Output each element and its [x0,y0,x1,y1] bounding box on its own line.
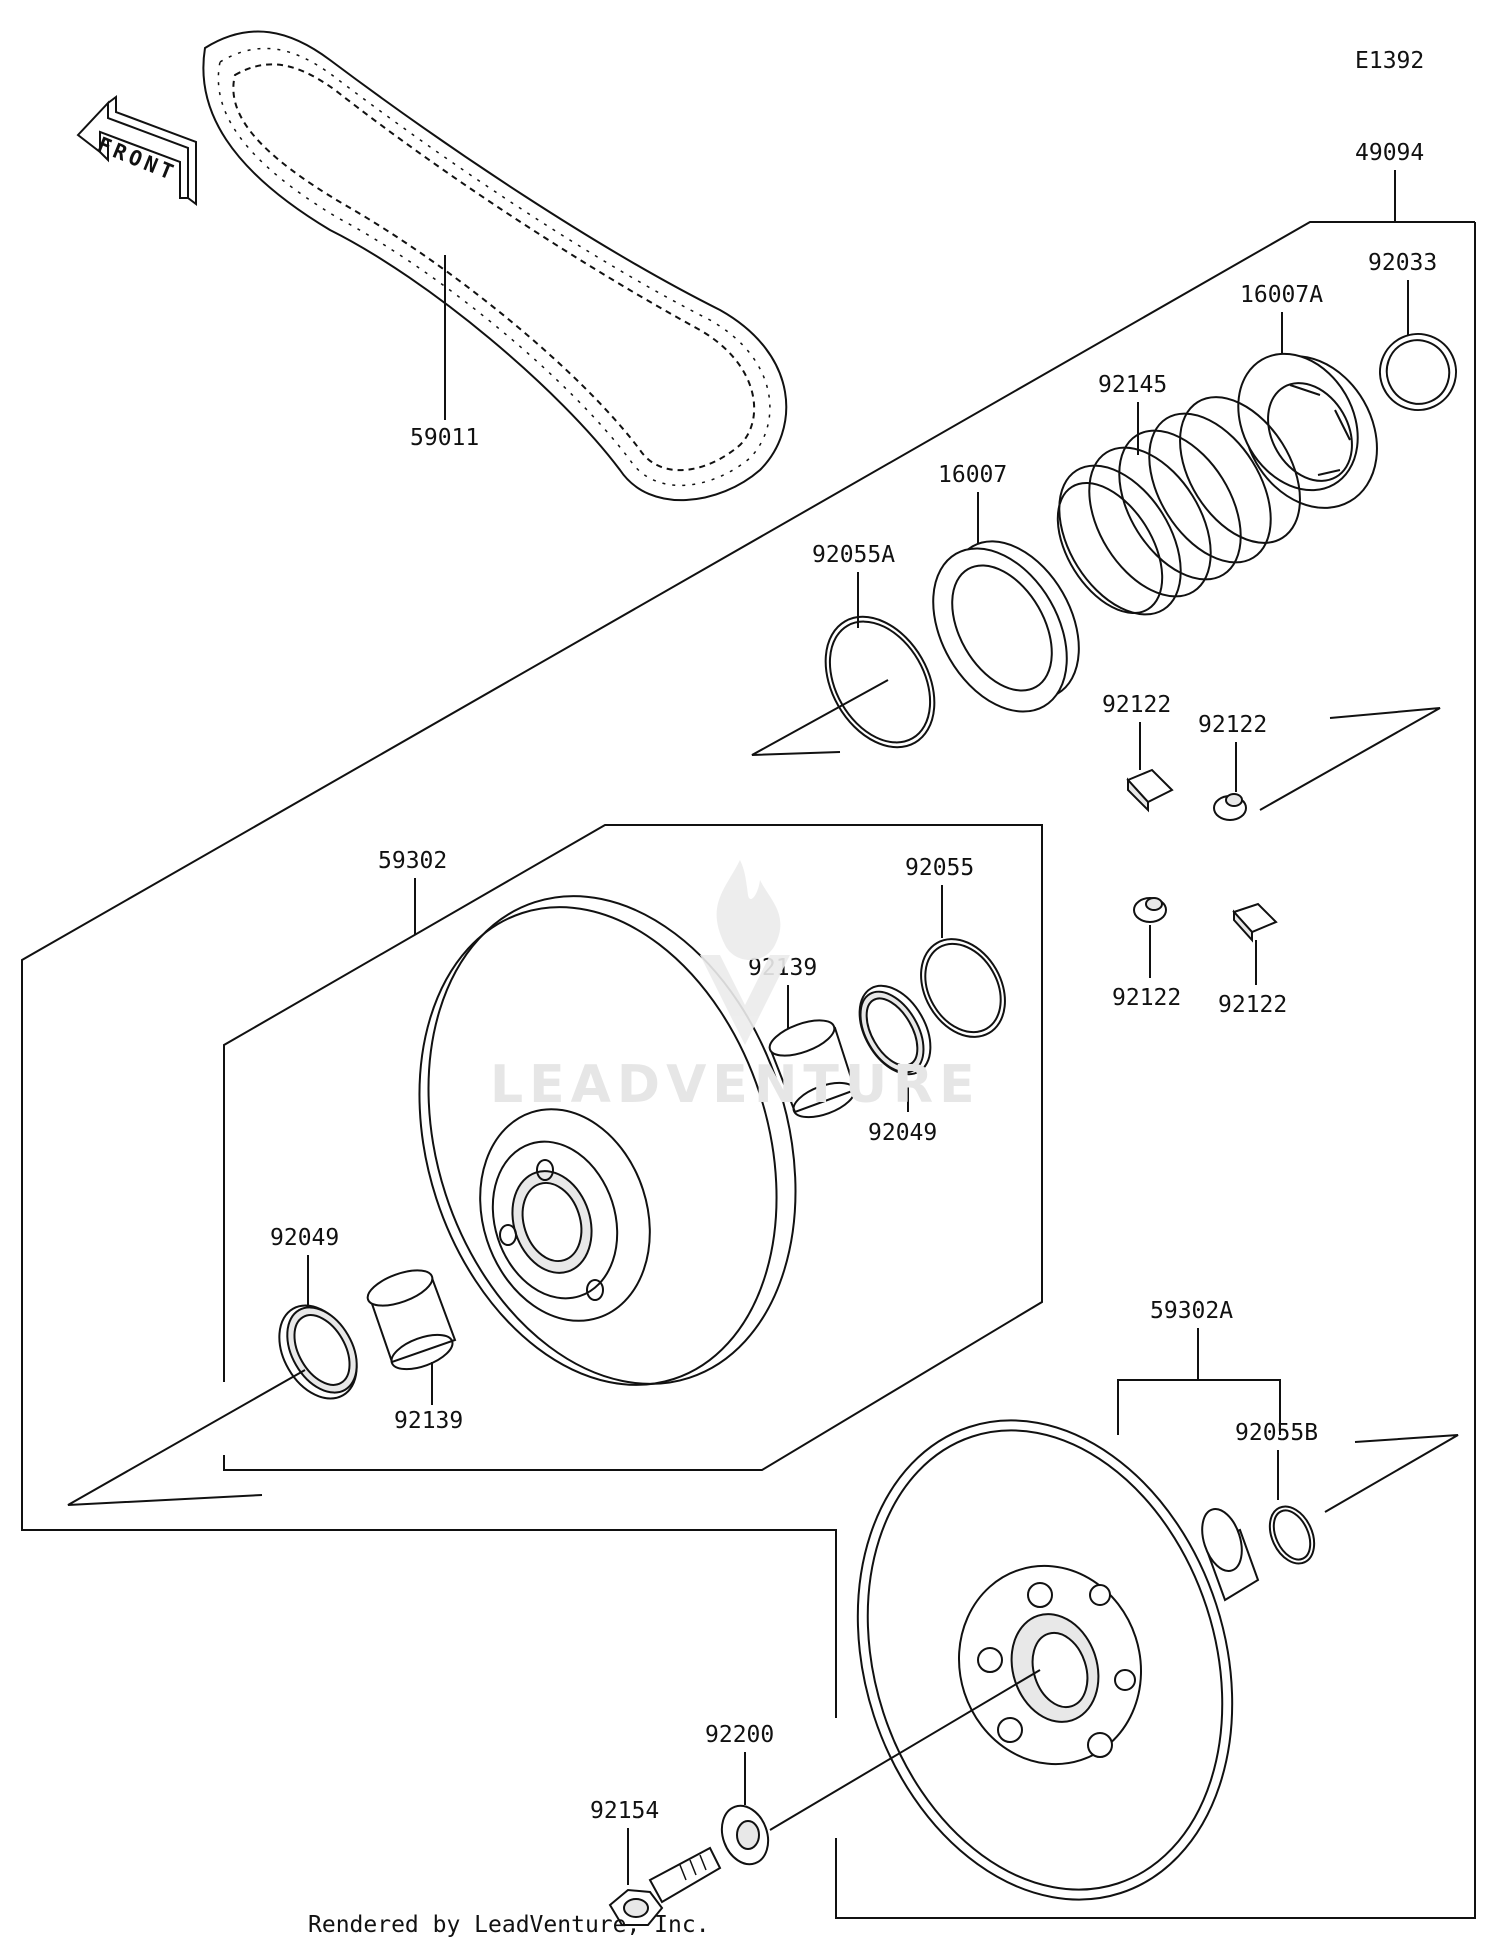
washer-part [720,1804,770,1866]
label-92154: 92154 [590,1798,659,1824]
cam-top-part [1237,352,1378,509]
label-92145: 92145 [1098,372,1167,398]
diagram-id: E1392 [1355,48,1424,74]
footer-credit: Rendered by LeadVenture, Inc. [308,1912,710,1938]
label-92139-lower: 92139 [394,1408,463,1434]
bushing-lower-part [366,1269,457,1371]
label-59302: 59302 [378,848,447,874]
drive-belt [202,30,788,501]
slider-block-b [1213,793,1247,821]
label-59011: 59011 [410,425,479,451]
seal-lower-part [278,1304,358,1400]
label-92049-upper: 92049 [868,1120,937,1146]
label-92033: 92033 [1368,250,1437,276]
fixed-sheave-part [856,1419,1260,1901]
label-92055: 92055 [905,855,974,881]
label-92049-lower: 92049 [270,1225,339,1251]
label-92200: 92200 [705,1722,774,1748]
leadventure-watermark-icon [700,860,790,1045]
label-92122-b: 92122 [1198,712,1267,738]
label-92122-a: 92122 [1102,692,1171,718]
label-49094: 49094 [1355,140,1424,166]
spring-part [1056,396,1301,616]
label-92122-d: 92122 [1218,992,1287,1018]
slider-block-a [1126,768,1174,813]
seal-upper-part [858,984,932,1076]
label-92055B: 92055B [1235,1420,1318,1446]
label-16007A: 16007A [1240,282,1323,308]
label-59302A: 59302A [1150,1298,1233,1324]
cam-part [932,540,1080,713]
watermark-text: LEADVENTURE [490,1055,981,1115]
slider-block-d [1232,902,1278,943]
slider-block-c [1133,897,1167,923]
label-92055A: 92055A [812,542,895,568]
front-arrow-icon: FRONT [76,95,197,206]
bolt-part [608,1846,722,1926]
label-16007: 16007 [938,462,1007,488]
movable-sheave-part [418,895,797,1386]
bushing-upper-part [768,1019,857,1119]
label-92122-c: 92122 [1112,985,1181,1011]
